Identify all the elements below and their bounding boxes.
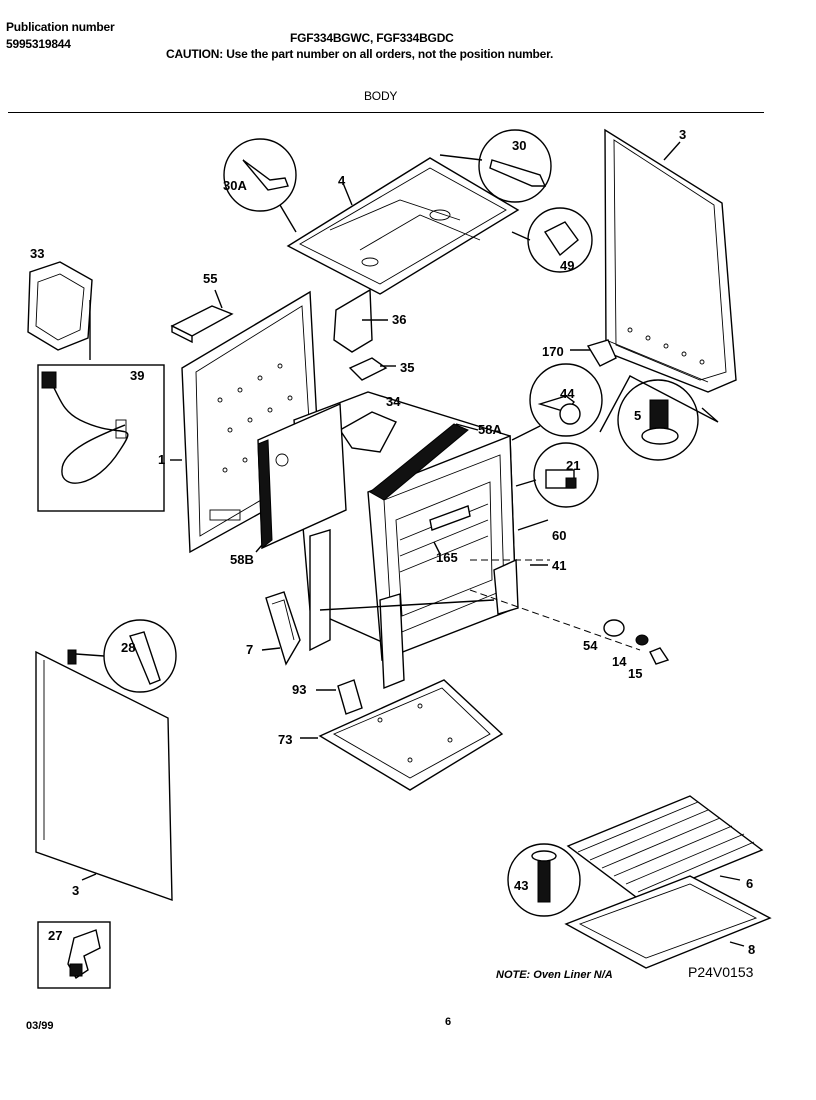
- callout-3-top: 3: [679, 127, 686, 142]
- callout-73: 73: [278, 732, 292, 747]
- publication-label: Publication number: [6, 20, 115, 34]
- oven-liner-part: [564, 875, 772, 969]
- detail-bubble-28: [75, 619, 177, 693]
- oven-rack-part: [566, 795, 764, 901]
- page-number: 6: [445, 1016, 452, 1028]
- part-170: [570, 339, 617, 367]
- callout-30a: 30A: [223, 178, 247, 193]
- callout-54: 54: [583, 638, 598, 653]
- part-36: [333, 288, 388, 353]
- part-93: [316, 679, 363, 715]
- callout-21: 21: [566, 458, 580, 473]
- callout-44: 44: [560, 386, 575, 401]
- diagram-id: P24V0153: [688, 964, 754, 980]
- detail-bubble-30: [439, 129, 552, 203]
- part-35: [348, 357, 396, 381]
- footer-note: NOTE: Oven Liner N/A: [496, 969, 613, 981]
- callout-58b: 58B: [230, 552, 254, 567]
- callout-1: 1: [158, 452, 165, 467]
- callout-93: 93: [292, 682, 306, 697]
- part-7: [261, 591, 301, 666]
- detail-bubble-30a: [223, 138, 297, 233]
- callout-165: 165: [436, 550, 458, 565]
- callout-4: 4: [338, 173, 346, 188]
- header-rule: [8, 112, 764, 113]
- publication-number: 5995319844: [6, 37, 71, 51]
- small-parts-right: [469, 519, 670, 665]
- top-cover-part: [286, 157, 520, 295]
- callout-3-bottom: 3: [72, 883, 79, 898]
- part-27-box: [37, 921, 111, 989]
- callout-60: 60: [552, 528, 566, 543]
- callout-8: 8: [748, 942, 755, 957]
- callout-58a: 58A: [478, 422, 502, 437]
- callout-43: 43: [514, 878, 528, 893]
- bottom-drawer-part: [300, 679, 504, 791]
- callout-7: 7: [246, 642, 253, 657]
- caution-note: CAUTION: Use the part number on all orde…: [166, 47, 554, 61]
- part-55: [170, 289, 234, 344]
- model-numbers: FGF334BGWC, FGF334BGDC: [290, 31, 454, 45]
- detail-bubble-49: [511, 207, 593, 273]
- callout-33: 33: [30, 246, 44, 261]
- callout-41: 41: [552, 558, 566, 573]
- callout-28: 28: [121, 640, 135, 655]
- detail-bubble-21: [515, 442, 599, 508]
- callout-5: 5: [634, 408, 641, 423]
- callout-49: 49: [560, 258, 574, 273]
- detail-bubble-43: [507, 843, 581, 917]
- back-panel-part: [604, 128, 737, 393]
- oven-body-part: [293, 391, 517, 661]
- callout-15: 15: [628, 666, 642, 681]
- callout-14: 14: [612, 654, 627, 669]
- lower-frame-part: [309, 529, 519, 690]
- callout-39: 39: [130, 368, 144, 383]
- callout-36: 36: [392, 312, 406, 327]
- detail-bubble-5: [599, 375, 719, 461]
- callout-27: 27: [48, 928, 62, 943]
- side-panel-bottom: [35, 649, 173, 901]
- power-cord-box: [37, 364, 165, 512]
- footer-date: 03/99: [26, 1020, 54, 1032]
- callout-34: 34: [386, 394, 401, 409]
- callout-6: 6: [746, 876, 753, 891]
- callout-30: 30: [512, 138, 526, 153]
- insulation-58b: [255, 402, 347, 553]
- part-33: [27, 261, 93, 360]
- callout-170: 170: [542, 344, 564, 359]
- callout-55: 55: [203, 271, 217, 286]
- detail-bubble-44: [511, 363, 603, 441]
- section-title: BODY: [364, 89, 398, 103]
- callout-35: 35: [400, 360, 414, 375]
